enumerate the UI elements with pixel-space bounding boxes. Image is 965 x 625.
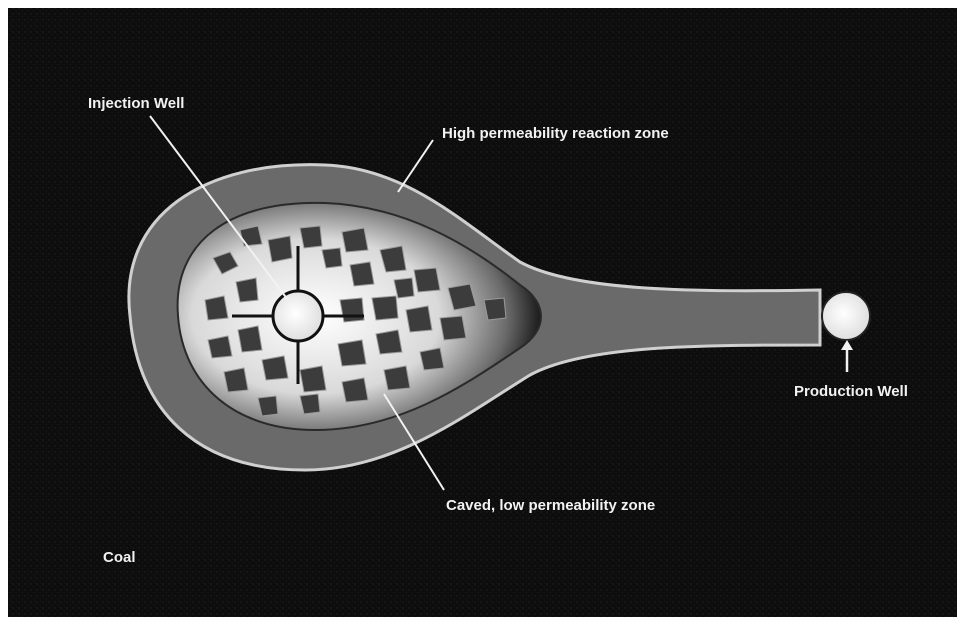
- production-well-label: Production Well: [794, 383, 908, 400]
- caved-zone-label: Caved, low permeability zone: [446, 497, 655, 514]
- high-permeability-label: High permeability reaction zone: [442, 125, 669, 142]
- coal-label: Coal: [103, 549, 136, 566]
- injection-well-label: Injection Well: [88, 95, 184, 112]
